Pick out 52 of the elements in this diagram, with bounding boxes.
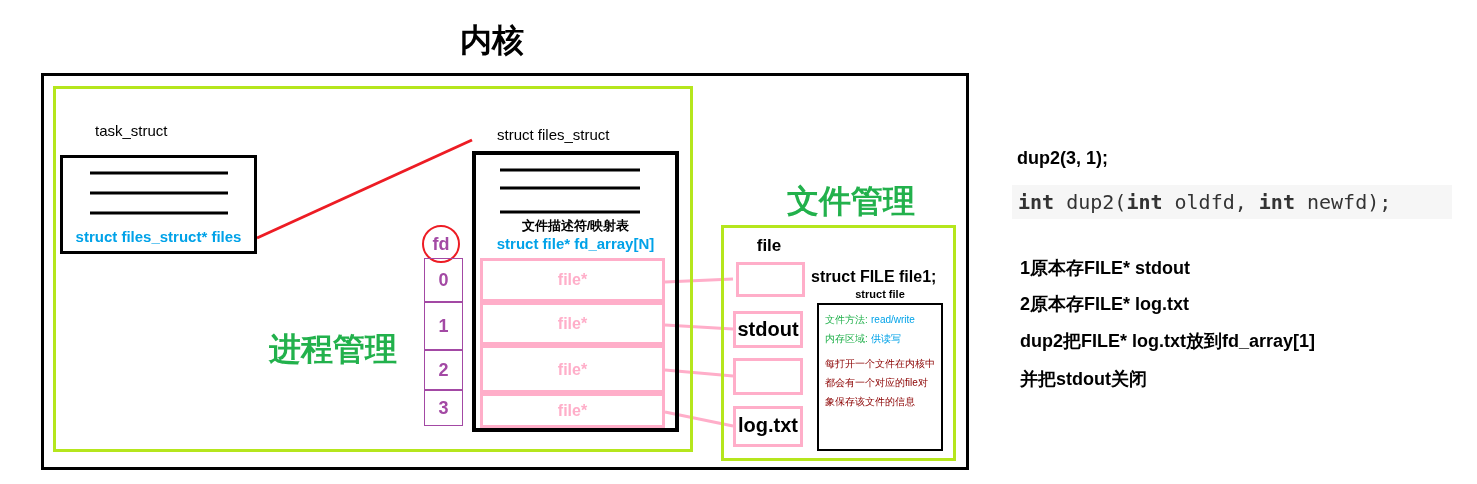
array-cell [480,258,665,302]
cell-label: file* [556,361,589,380]
index-label: fd [431,234,451,255]
region-box [721,183,956,461]
field-label: struct file* fd_array[N] [495,235,656,253]
slot-box [733,358,803,395]
box-title: 内核 [459,22,525,59]
index-cell [424,302,463,350]
connector-line [256,138,473,240]
struct-name: task_struct [95,122,168,140]
field-label: 内存区域: [825,333,868,345]
array-cell [480,302,665,345]
struct-name: struct files_struct [497,126,610,144]
table-title: 文件描述符/映射表 [520,219,631,234]
region-box [53,86,693,452]
note-text: 1原本存FILE* stdout [1020,258,1190,279]
fd-circle [422,225,460,263]
region-title: 进程管理 [267,331,398,368]
slot-box [733,311,803,348]
slot-label: stdout [736,318,800,341]
note-text: 2原本存FILE* log.txt [1020,294,1189,315]
struct-name: struct file [854,288,906,301]
field-value: 供读写 [871,333,901,345]
cell-label: file* [556,271,589,290]
field-value: read/write [871,314,915,326]
cell-label: file* [556,315,589,334]
note-text: 每打开一个文件在内核中都会有一个对应的file对象保存该文件的信息 [825,357,935,409]
index-cell [424,390,463,426]
index-cell [424,350,463,390]
declaration-text: struct FILE file1; [811,268,937,287]
container-box [41,22,969,470]
note-text: 并把stdout关闭 [1020,369,1147,390]
slot-label: log.txt [737,414,799,437]
field-label: struct files_struct* files [74,228,243,246]
connector-line [664,277,734,284]
index-number: 3 [437,398,450,419]
index-number: 0 [437,270,450,291]
field-label: 文件方法: [825,314,868,326]
region-title: 文件管理 [786,183,916,220]
array-cell [480,345,665,393]
array-cell [480,393,665,428]
code-text: dup2(3, 1); [1017,148,1108,169]
connector-line [664,410,734,428]
index-number: 2 [437,360,450,381]
slot-label: file [755,236,783,256]
index-cell [424,258,463,302]
index-number: 1 [437,316,450,337]
cell-label: file* [556,402,589,421]
slot-box [733,406,803,447]
note-text: dup2把FILE* log.txt放到fd_array[1] [1020,331,1316,352]
connector-line [664,323,734,331]
connector-line [664,368,734,378]
